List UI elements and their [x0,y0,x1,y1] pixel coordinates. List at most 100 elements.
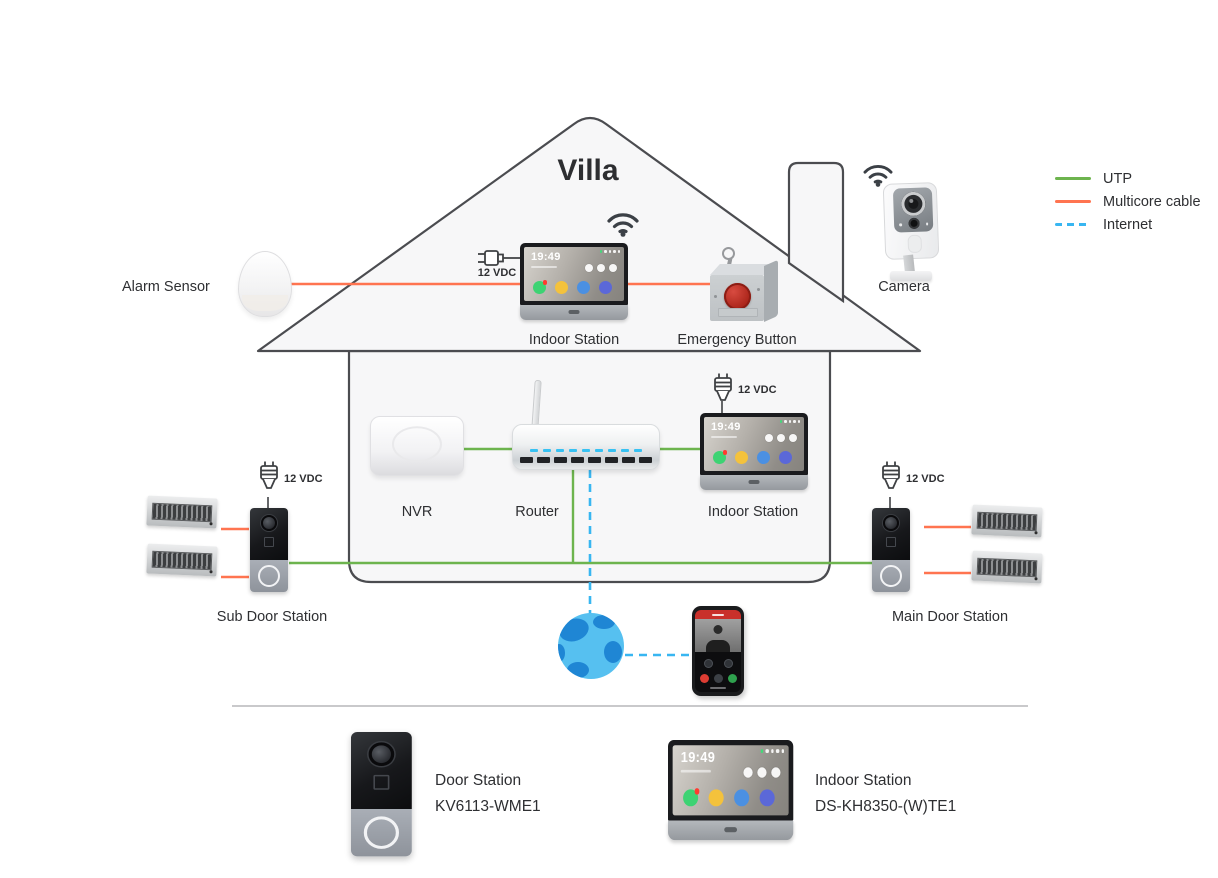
indicator-dot [899,223,902,226]
door-station-camera-panel [351,732,412,809]
status-icons [599,250,620,253]
indoor-station-screen: 19:49 [672,745,789,816]
router-led-indicators [530,449,642,452]
door-station-button-panel [250,560,288,592]
internet-globe-icon [558,613,624,679]
video-call-view [695,619,741,652]
app-icons [533,280,612,294]
settings-app-icon [779,451,792,464]
product-door-station-name: Door Station [435,772,522,789]
indoor-station-speaker [700,475,808,490]
legend-label: UTP [1103,170,1132,187]
indoor-station-mid: 19:49 [700,413,808,490]
router-body [512,424,660,470]
sub-door-station [250,508,288,592]
status-icons [760,749,784,753]
utp-line-swatch [1055,177,1091,180]
power-plug-icon [477,248,521,273]
door-station-camera-panel [872,508,910,560]
emergency-button-box-side [764,259,778,322]
mute-button-icon [713,674,723,683]
home-indicator [710,687,726,689]
magnetic-lock [146,495,218,529]
call-app-icon [713,450,727,464]
camera-label: Camera [878,279,930,295]
legend-label: Multicore cable [1103,193,1201,210]
power-label-indoor-top: 12 VDC [477,267,517,279]
call-app-icon [683,788,700,807]
hangup-button-icon [699,674,709,683]
router [512,379,660,470]
screen-time: 19:49 [711,421,741,433]
indoor-station-mid-label: Indoor Station [707,504,799,520]
camera [882,182,940,283]
camera-body [882,182,940,260]
door-station-button-panel [351,808,412,857]
settings-app-icon [599,281,612,294]
camera-lens [900,191,926,217]
product-indoor-station-model: DS-KH8350-(W)TE1 [815,798,957,815]
camera-pir-sensor [907,234,922,254]
legend-item-multicore: Multicore cable [1055,190,1201,213]
red-button [724,283,751,310]
monitor-app-icon [577,281,590,294]
magnetic-lock [971,504,1043,538]
answer-button-icon [727,674,737,683]
call-action-buttons [695,674,741,683]
indoor-station-top: 19:49 [520,243,628,320]
smartphone-screen [695,610,741,692]
screen-date-bar [711,436,737,438]
label-strip [718,308,758,317]
indoor-station-speaker [668,820,794,841]
indoor-station-frame: 19:49 [668,740,794,821]
power-label-main-door: 12 VDC [906,473,945,485]
product-door-station-model: KV6113-WME1 [435,798,541,815]
app-icons [713,450,792,464]
message-app-icon [555,281,568,294]
legend-label: Internet [1103,216,1153,233]
status-icons [779,420,800,423]
legend: UTP Multicore cable Internet [1055,167,1201,236]
screen-time: 19:49 [531,251,561,263]
shortcut-icons [765,434,797,442]
alarm-sensor-label: Alarm Sensor [122,279,210,295]
product-indoor-station-name: Indoor Station [815,772,912,789]
screen-time: 19:49 [680,750,716,766]
screw [714,295,717,298]
shortcut-icons [585,264,617,272]
wifi-icon [861,161,895,192]
power-label-sub-door: 12 VDC [284,473,323,485]
call-option-buttons [695,659,741,668]
power-label-indoor-mid: 12 VDC [738,384,777,396]
multicore-line-swatch [1055,200,1091,203]
indoor-station-top-label: Indoor Station [528,332,620,348]
smartphone [692,606,744,696]
settings-app-icon [759,789,775,807]
diagram-title: Villa [557,154,619,187]
nvr [370,416,464,476]
product-door-station-image [351,732,412,857]
camera-front-panel [892,187,934,233]
power-adapter-icon [258,461,280,496]
power-adapter-icon [880,461,902,496]
screen-date-bar [680,769,711,773]
key-icon [718,247,736,273]
monitor-app-icon [734,789,750,807]
wifi-icon [605,209,641,242]
indoor-station-frame: 19:49 [520,243,628,305]
product-indoor-station-image: 19:49 [668,740,794,841]
main-door-station [872,508,910,592]
nvr-label: NVR [401,504,433,520]
shortcut-icons [743,767,781,778]
indoor-station-speaker [520,305,628,320]
internet-line-swatch [1055,223,1091,226]
indicator-dot [925,222,929,225]
screw [757,288,760,291]
magnetic-lock [971,550,1043,584]
house-chimney [787,161,845,304]
message-app-icon [735,451,748,464]
camera-stand [903,254,915,273]
sub-door-station-label: Sub Door Station [216,609,328,625]
indoor-station-frame: 19:49 [700,413,808,475]
